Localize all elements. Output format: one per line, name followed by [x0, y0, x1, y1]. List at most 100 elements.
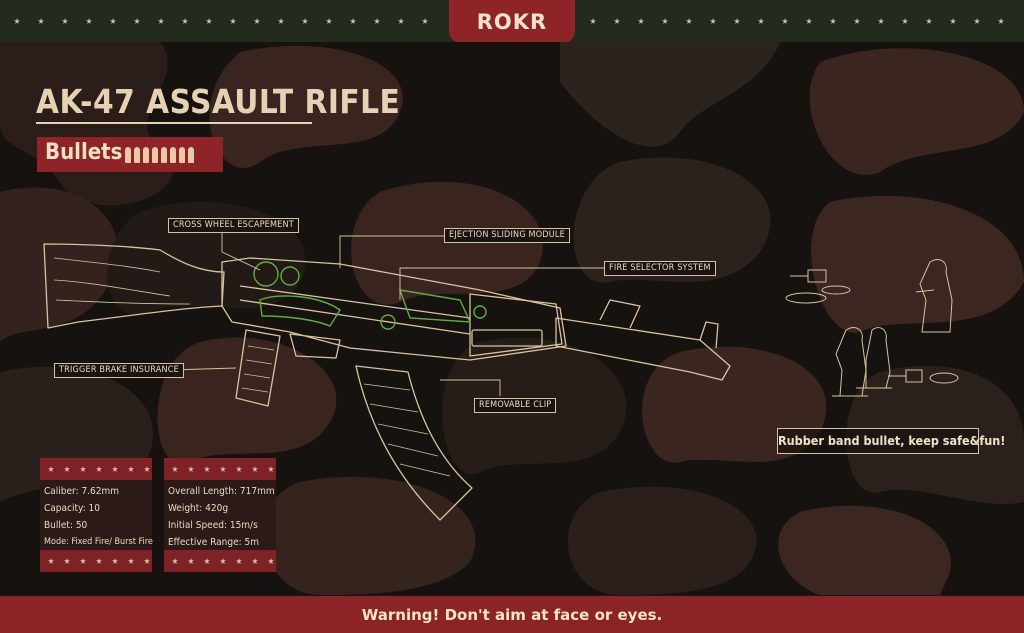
star-icon — [86, 18, 92, 24]
star-icon — [144, 558, 150, 564]
star-icon — [220, 466, 226, 472]
bullets-label: Bullets — [45, 140, 123, 165]
star-icon — [188, 558, 194, 564]
star-icon — [926, 18, 932, 24]
star-icon — [268, 558, 274, 564]
star-icon — [638, 18, 644, 24]
callout-removable-clip: REMOVABLE CLIP — [474, 398, 557, 413]
star-icon — [950, 18, 956, 24]
star-icon — [158, 18, 164, 24]
callout-ejection-sliding-module: EJECTION SLIDING MODULE — [444, 228, 570, 243]
spec-band-top — [164, 458, 276, 480]
star-icon — [662, 18, 668, 24]
brand-logo-tab[interactable]: ROKR — [449, 0, 575, 43]
bullet-icon — [134, 147, 140, 163]
star-icon — [902, 18, 908, 24]
star-icon — [14, 18, 20, 24]
bullet-icon — [170, 147, 176, 163]
star-icon — [878, 18, 884, 24]
star-icon — [686, 18, 692, 24]
spec-stars — [164, 466, 276, 474]
callout-fire-selector-system: FIRE SELECTOR SYSTEM — [604, 261, 716, 276]
bullet-icon — [125, 147, 131, 163]
star-icon — [96, 558, 102, 564]
star-icon — [236, 466, 242, 472]
star-icon — [974, 18, 980, 24]
star-icon — [172, 466, 178, 472]
spec-stars — [164, 558, 276, 566]
star-icon — [112, 466, 118, 472]
spec-mode: Mode: Fixed Fire/ Burst Fire — [44, 537, 153, 547]
safety-slogan: Rubber band bullet, keep safe&fun! — [777, 428, 1005, 454]
page-title: AK-47 ASSAULT RIFLE — [36, 82, 401, 121]
star-icon — [134, 18, 140, 24]
star-icon — [62, 18, 68, 24]
bullet-icon — [179, 147, 185, 163]
warning-footer: Warning! Don't aim at face or eyes. — [0, 596, 1024, 633]
warning-text: Warning! Don't aim at face or eyes. — [361, 605, 663, 624]
star-icon — [806, 18, 812, 24]
star-icon — [758, 18, 764, 24]
star-icon — [80, 466, 86, 472]
star-icon — [268, 466, 274, 472]
star-icon — [278, 18, 284, 24]
star-icon — [204, 466, 210, 472]
star-icon — [398, 18, 404, 24]
star-row-top — [0, 14, 1024, 28]
star-icon — [48, 466, 54, 472]
spec-band-bottom — [40, 550, 152, 572]
star-icon — [326, 18, 332, 24]
star-icon — [782, 18, 788, 24]
spec-caliber: Caliber: 7.62mm — [44, 486, 120, 497]
bullets-badge: Bullets — [37, 137, 223, 172]
star-icon — [254, 18, 260, 24]
star-icon — [38, 18, 44, 24]
spec-capacity: Capacity: 10 — [44, 503, 100, 514]
star-icon — [80, 558, 86, 564]
star-icon — [204, 558, 210, 564]
star-icon — [230, 18, 236, 24]
spec-band-top — [40, 458, 152, 480]
spec-stars — [40, 466, 152, 474]
spec-panel-left: Caliber: 7.62mm Capacity: 10 Bullet: 50 … — [40, 458, 153, 572]
brand-logo: ROKR — [476, 9, 548, 34]
star-icon — [734, 18, 740, 24]
star-icon — [830, 18, 836, 24]
star-icon — [64, 466, 70, 472]
star-icon — [998, 18, 1004, 24]
spec-initial-speed: Initial Speed: 15m/s — [168, 520, 258, 531]
star-icon — [64, 558, 70, 564]
star-icon — [112, 558, 118, 564]
spec-stars — [40, 558, 152, 566]
bullet-icon — [161, 147, 167, 163]
star-icon — [96, 466, 102, 472]
spec-panel-right: Overall Length: 717mm Weight: 420g Initi… — [164, 458, 276, 572]
star-icon — [206, 18, 212, 24]
star-icon — [110, 18, 116, 24]
spec-band-bottom — [164, 550, 276, 572]
bullet-icon — [188, 147, 194, 163]
star-icon — [252, 466, 258, 472]
camo-pattern — [0, 42, 1024, 595]
star-icon — [350, 18, 356, 24]
top-banner: ROKR — [0, 0, 1024, 43]
bullet-icon — [143, 147, 149, 163]
star-icon — [252, 558, 258, 564]
title-underline — [36, 122, 312, 124]
star-icon — [302, 18, 308, 24]
star-icon — [220, 558, 226, 564]
star-icon — [854, 18, 860, 24]
star-icon — [128, 466, 134, 472]
spec-effective-range: Effective Range: 5m — [168, 537, 259, 548]
star-icon — [48, 558, 54, 564]
spec-bullet: Bullet: 50 — [44, 520, 88, 531]
star-icon — [128, 558, 134, 564]
spec-weight: Weight: 420g — [168, 503, 229, 514]
star-icon — [188, 466, 194, 472]
star-icon — [172, 558, 178, 564]
bullet-icon — [152, 147, 158, 163]
star-icon — [590, 18, 596, 24]
star-icon — [236, 558, 242, 564]
star-icon — [144, 466, 150, 472]
bullet-icons — [125, 147, 194, 163]
